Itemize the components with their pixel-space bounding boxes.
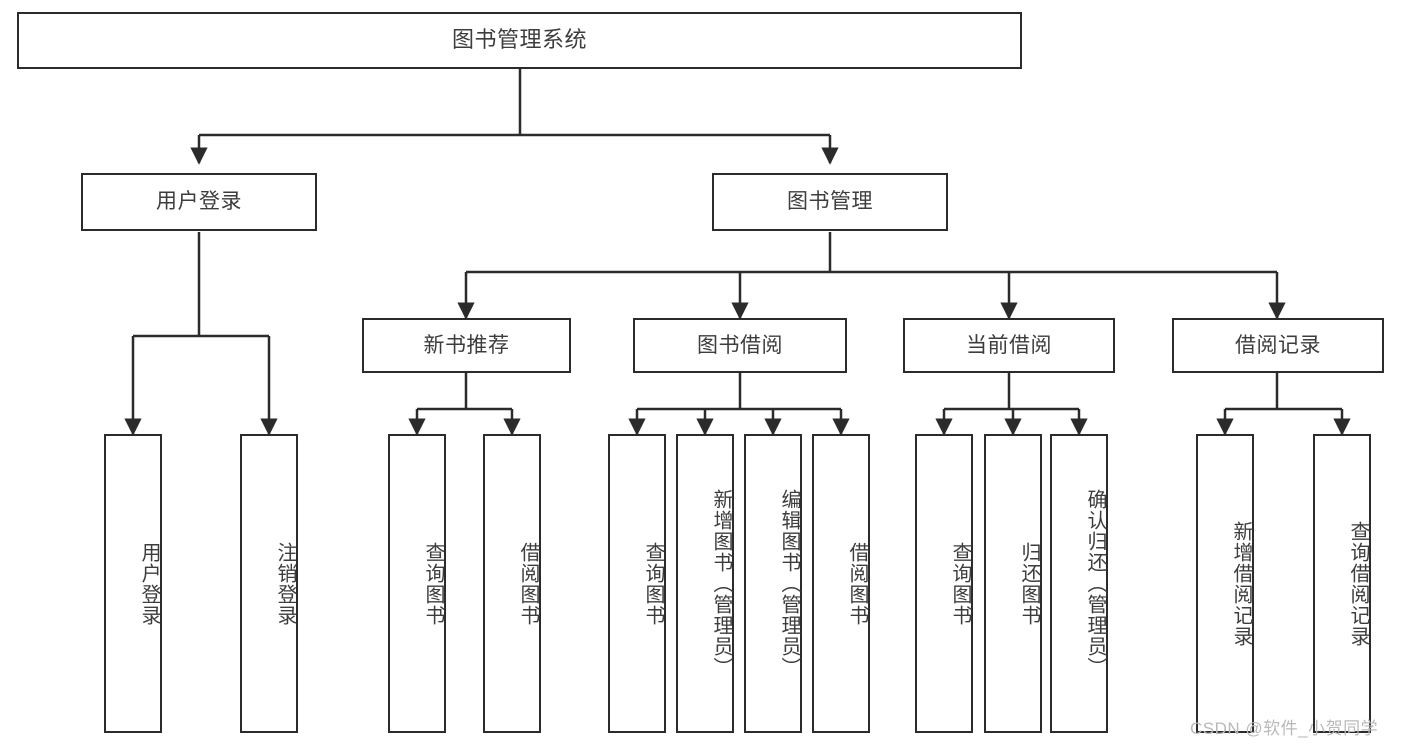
node-label: 用户登录 [156, 190, 242, 214]
leaf-user-logout[interactable]: 注销登录 [240, 434, 298, 733]
node-label: 查询图书 [642, 541, 664, 626]
node-label: 用户登录 [138, 541, 160, 626]
leaf-recommend-borrow-book[interactable]: 借阅图书 [483, 434, 541, 733]
node-label: 图书管理 [787, 190, 873, 214]
leaf-current-query-book[interactable]: 查询图书 [915, 434, 973, 733]
node-label: 查询图书 [949, 541, 971, 626]
leaf-record-query-record[interactable]: 查询借阅记录 [1313, 434, 1371, 733]
node-book-borrow[interactable]: 图书借阅 [633, 318, 847, 373]
leaf-borrow-query-book[interactable]: 查询图书 [608, 434, 666, 733]
node-book-management[interactable]: 图书管理 [712, 173, 948, 231]
node-label: 注销登录 [274, 541, 296, 626]
node-label: 编辑图书（管理员） [778, 489, 800, 678]
node-label: 当前借阅 [966, 333, 1052, 357]
node-label: 借阅图书 [846, 541, 868, 626]
node-label: 借阅图书 [517, 541, 539, 626]
node-current-borrow[interactable]: 当前借阅 [903, 318, 1115, 373]
node-label: 查询图书 [422, 541, 444, 626]
node-label: 图书管理系统 [451, 27, 587, 53]
node-label: 查询借阅记录 [1347, 520, 1369, 647]
node-borrow-record[interactable]: 借阅记录 [1172, 318, 1384, 373]
node-label: 图书借阅 [697, 333, 783, 357]
leaf-borrow-borrow-book[interactable]: 借阅图书 [812, 434, 870, 733]
node-root-system[interactable]: 图书管理系统 [17, 12, 1022, 69]
node-user-login[interactable]: 用户登录 [81, 173, 317, 231]
leaf-user-login[interactable]: 用户登录 [104, 434, 162, 733]
node-new-book-recommend[interactable]: 新书推荐 [362, 318, 571, 373]
csdn-watermark: CSDN @软件_小贺同学 [1190, 719, 1379, 738]
node-label: 归还图书 [1018, 541, 1040, 626]
leaf-borrow-edit-book[interactable]: 编辑图书（管理员） [744, 434, 802, 733]
leaf-recommend-query-book[interactable]: 查询图书 [388, 434, 446, 733]
node-label: 新增借阅记录 [1230, 520, 1252, 647]
leaf-current-confirm-return[interactable]: 确认归还（管理员） [1050, 434, 1108, 733]
leaf-borrow-add-book[interactable]: 新增图书（管理员） [676, 434, 734, 733]
node-label: 新书推荐 [423, 333, 510, 357]
node-label: 新增图书（管理员） [710, 489, 732, 678]
node-label: 借阅记录 [1235, 333, 1321, 357]
node-label: 确认归还（管理员） [1084, 489, 1106, 678]
leaf-current-return-book[interactable]: 归还图书 [984, 434, 1042, 733]
leaf-record-add-record[interactable]: 新增借阅记录 [1196, 434, 1254, 733]
